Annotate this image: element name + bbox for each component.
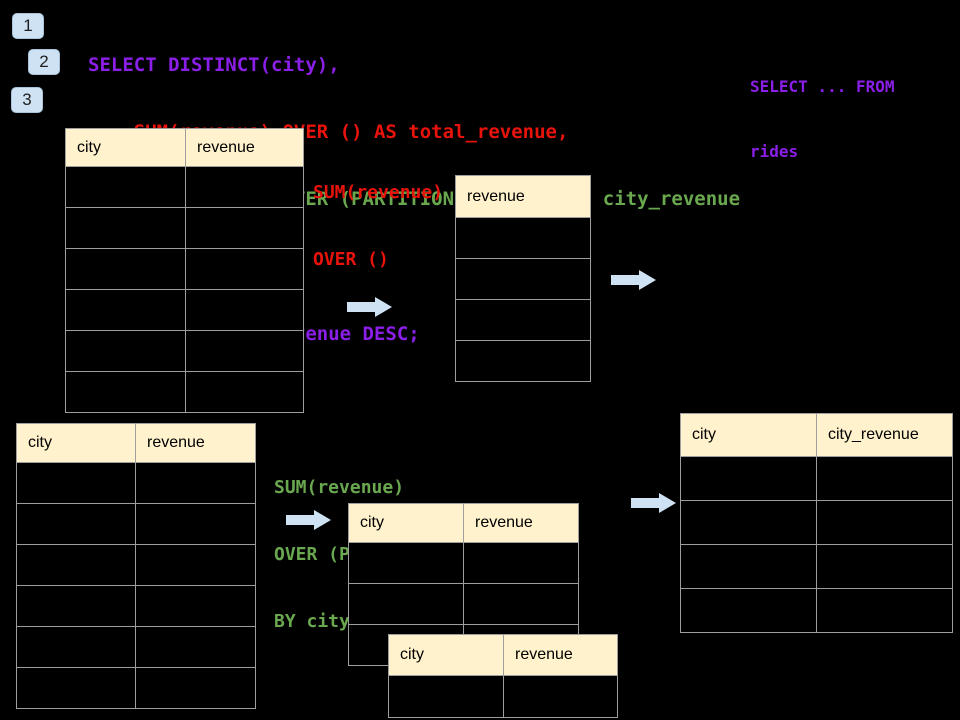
table-row [16,503,256,545]
table-cell [388,675,504,718]
right-arrow-icon [631,492,677,514]
partition-annotation-line-3: BY city) [274,611,361,633]
table-cell [816,588,953,633]
table-cell [16,667,136,709]
column-header-city: city [348,503,464,543]
column-header-city: city [65,128,186,167]
source-table-bottom: city revenue [16,423,256,709]
table-cell [16,544,136,586]
column-header-revenue: revenue [185,128,304,167]
side-note-select-from-rides: SELECT ... FROM rides [750,33,895,184]
column-header-city: city [16,423,136,463]
table-row [680,544,953,589]
column-header-revenue: revenue [455,175,591,218]
table-row [348,583,579,625]
table-cell [680,500,817,545]
table-row [680,588,953,633]
table-row [455,217,591,259]
column-header-revenue: revenue [503,634,618,676]
table-row [65,166,304,208]
column-header-revenue: revenue [135,423,256,463]
column-header-city: city [680,413,817,457]
table-row [455,258,591,300]
partition-table-lower: city revenue [388,634,618,718]
table-cell [16,503,136,545]
table-cell [463,583,579,625]
table-row [16,544,256,586]
table-row [65,330,304,372]
table-cell [816,500,953,545]
table-cell [16,585,136,627]
table-row [65,207,304,249]
table-cell [348,583,464,625]
table-row [65,289,304,331]
table-row [680,456,953,501]
column-header-revenue: revenue [463,503,579,543]
table-cell [680,588,817,633]
table-cell [65,248,186,290]
table-row [388,675,618,718]
total-revenue-table: revenue [455,175,591,382]
right-arrow-icon [611,269,657,291]
table-cell [455,258,591,300]
sql-code-line-select: SELECT DISTINCT(city), [88,53,340,76]
step-badge-1: 1 [12,13,44,39]
result-table: city city_revenue [680,413,953,633]
total-revenue-annotation: SUM(revenue) OVER () [313,137,443,294]
table-cell [135,462,256,504]
table-cell [16,626,136,668]
table-cell [455,299,591,341]
table-cell [680,544,817,589]
table-cell [135,544,256,586]
table-cell [185,166,304,208]
table-cell [185,207,304,249]
table-cell [348,542,464,584]
table-cell [185,248,304,290]
table-cell [135,626,256,668]
table-row [65,371,304,413]
step-badge-2: 2 [28,49,60,75]
table-row [16,626,256,668]
table-row [455,299,591,341]
table-cell [503,675,618,718]
table-cell [816,544,953,589]
table-cell [65,289,186,331]
table-cell [16,462,136,504]
side-note-line-2: rides [750,141,799,161]
table-row [455,340,591,382]
side-note-line-1: SELECT ... FROM [750,77,895,96]
table-cell [455,217,591,259]
table-cell [65,166,186,208]
table-cell [65,207,186,249]
right-arrow-icon [286,509,332,531]
step-badge-3: 3 [11,87,43,113]
table-row [16,462,256,504]
table-cell [463,542,579,584]
table-cell [455,340,591,382]
table-row [65,248,304,290]
table-row [16,667,256,709]
table-row [680,500,953,545]
table-cell [680,456,817,501]
table-cell [65,371,186,413]
table-cell [135,585,256,627]
column-header-city-revenue: city_revenue [816,413,953,457]
table-cell [185,371,304,413]
partition-annotation-line-1: SUM(revenue) [274,476,405,498]
table-row [348,542,579,584]
total-annotation-line-2: OVER () [313,249,389,271]
column-header-city: city [388,634,504,676]
table-cell [135,503,256,545]
table-cell [135,667,256,709]
table-cell [816,456,953,501]
source-table-top: city revenue [65,128,304,413]
table-cell [65,330,186,372]
total-annotation-line-1: SUM(revenue) [313,181,444,203]
table-row [16,585,256,627]
right-arrow-icon [347,296,393,318]
table-cell [185,330,304,372]
table-cell [185,289,304,331]
